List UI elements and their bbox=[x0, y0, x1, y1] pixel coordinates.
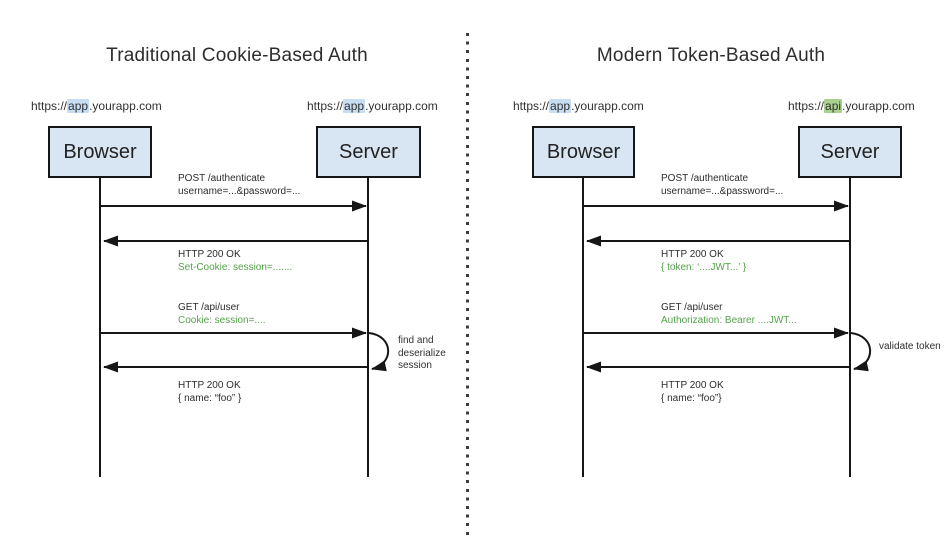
message-label-get-api-user-right: GET /api/user Authorization: Bearer ....… bbox=[661, 301, 797, 327]
message-label-200-setcookie-left: HTTP 200 OK Set-Cookie: session=....... bbox=[178, 248, 292, 274]
note-line: session bbox=[398, 360, 432, 371]
url-prefix: https:// bbox=[788, 99, 825, 113]
url-highlight-app: app bbox=[343, 99, 366, 113]
message-line1: POST /authenticate bbox=[178, 173, 266, 184]
url-highlight-app: app bbox=[549, 99, 572, 113]
message-line2: username=...&password=... bbox=[661, 186, 784, 197]
note-line: validate token bbox=[879, 341, 941, 352]
note-line: deserialize bbox=[398, 347, 446, 359]
message-line2: Cookie: session=.... bbox=[178, 315, 266, 326]
message-line1: HTTP 200 OK bbox=[178, 249, 241, 260]
message-line2: { token: ‘....JWT...’ } bbox=[661, 262, 747, 273]
message-line1: GET /api/user bbox=[178, 302, 240, 313]
message-label-post-authenticate-left: POST /authenticate username=...&password… bbox=[178, 172, 300, 198]
panel-title-cookie-auth: Traditional Cookie-Based Auth bbox=[106, 45, 368, 66]
url-highlight-api: api bbox=[824, 99, 843, 113]
message-line1: HTTP 200 OK bbox=[178, 380, 241, 391]
actor-url-browser-left: https://app.yourapp.com bbox=[31, 99, 162, 113]
self-loop-label-validate-token: validate token bbox=[879, 341, 941, 354]
message-line1: HTTP 200 OK bbox=[661, 380, 724, 391]
message-label-get-api-user-left: GET /api/user Cookie: session=.... bbox=[178, 301, 266, 327]
server-box-left: Server bbox=[316, 126, 421, 178]
message-line2: Authorization: Bearer ....JWT... bbox=[661, 315, 797, 326]
note-line: find and bbox=[398, 335, 434, 346]
message-line2: { name: “foo” } bbox=[178, 393, 242, 404]
message-label-200-token-right: HTTP 200 OK { token: ‘....JWT...’ } bbox=[661, 248, 746, 274]
self-loop-validate-token bbox=[850, 332, 872, 372]
message-label-200-name-foo-right: HTTP 200 OK { name: “foo”} bbox=[661, 379, 724, 405]
actor-url-server-right: https://api.yourapp.com bbox=[788, 99, 915, 113]
browser-box-left: Browser bbox=[48, 126, 152, 178]
server-box-right: Server bbox=[798, 126, 902, 178]
message-line2: Set-Cookie: session=....... bbox=[178, 262, 293, 273]
message-line1: HTTP 200 OK bbox=[661, 249, 724, 260]
self-loop-deserialize-session bbox=[368, 332, 390, 372]
message-line2: username=...&password=... bbox=[178, 186, 301, 197]
url-suffix: .yourapp.com bbox=[842, 99, 915, 113]
browser-box-right: Browser bbox=[532, 126, 635, 178]
url-prefix: https:// bbox=[513, 99, 550, 113]
self-loop-label-deserialize: find and deserialize session bbox=[398, 335, 446, 373]
url-prefix: https:// bbox=[307, 99, 344, 113]
url-highlight-app: app bbox=[67, 99, 90, 113]
message-label-200-name-foo-left: HTTP 200 OK { name: “foo” } bbox=[178, 379, 241, 405]
url-suffix: .yourapp.com bbox=[365, 99, 438, 113]
url-prefix: https:// bbox=[31, 99, 68, 113]
message-line1: GET /api/user bbox=[661, 302, 723, 313]
panel-title-token-auth: Modern Token-Based Auth bbox=[596, 45, 826, 66]
message-line1: POST /authenticate bbox=[661, 173, 749, 184]
panel-divider bbox=[466, 33, 469, 538]
url-suffix: .yourapp.com bbox=[571, 99, 644, 113]
message-label-post-authenticate-right: POST /authenticate username=...&password… bbox=[661, 172, 783, 198]
message-line2: { name: “foo”} bbox=[661, 393, 722, 404]
actor-url-server-left: https://app.yourapp.com bbox=[307, 99, 438, 113]
url-suffix: .yourapp.com bbox=[89, 99, 162, 113]
actor-url-browser-right: https://app.yourapp.com bbox=[513, 99, 644, 113]
